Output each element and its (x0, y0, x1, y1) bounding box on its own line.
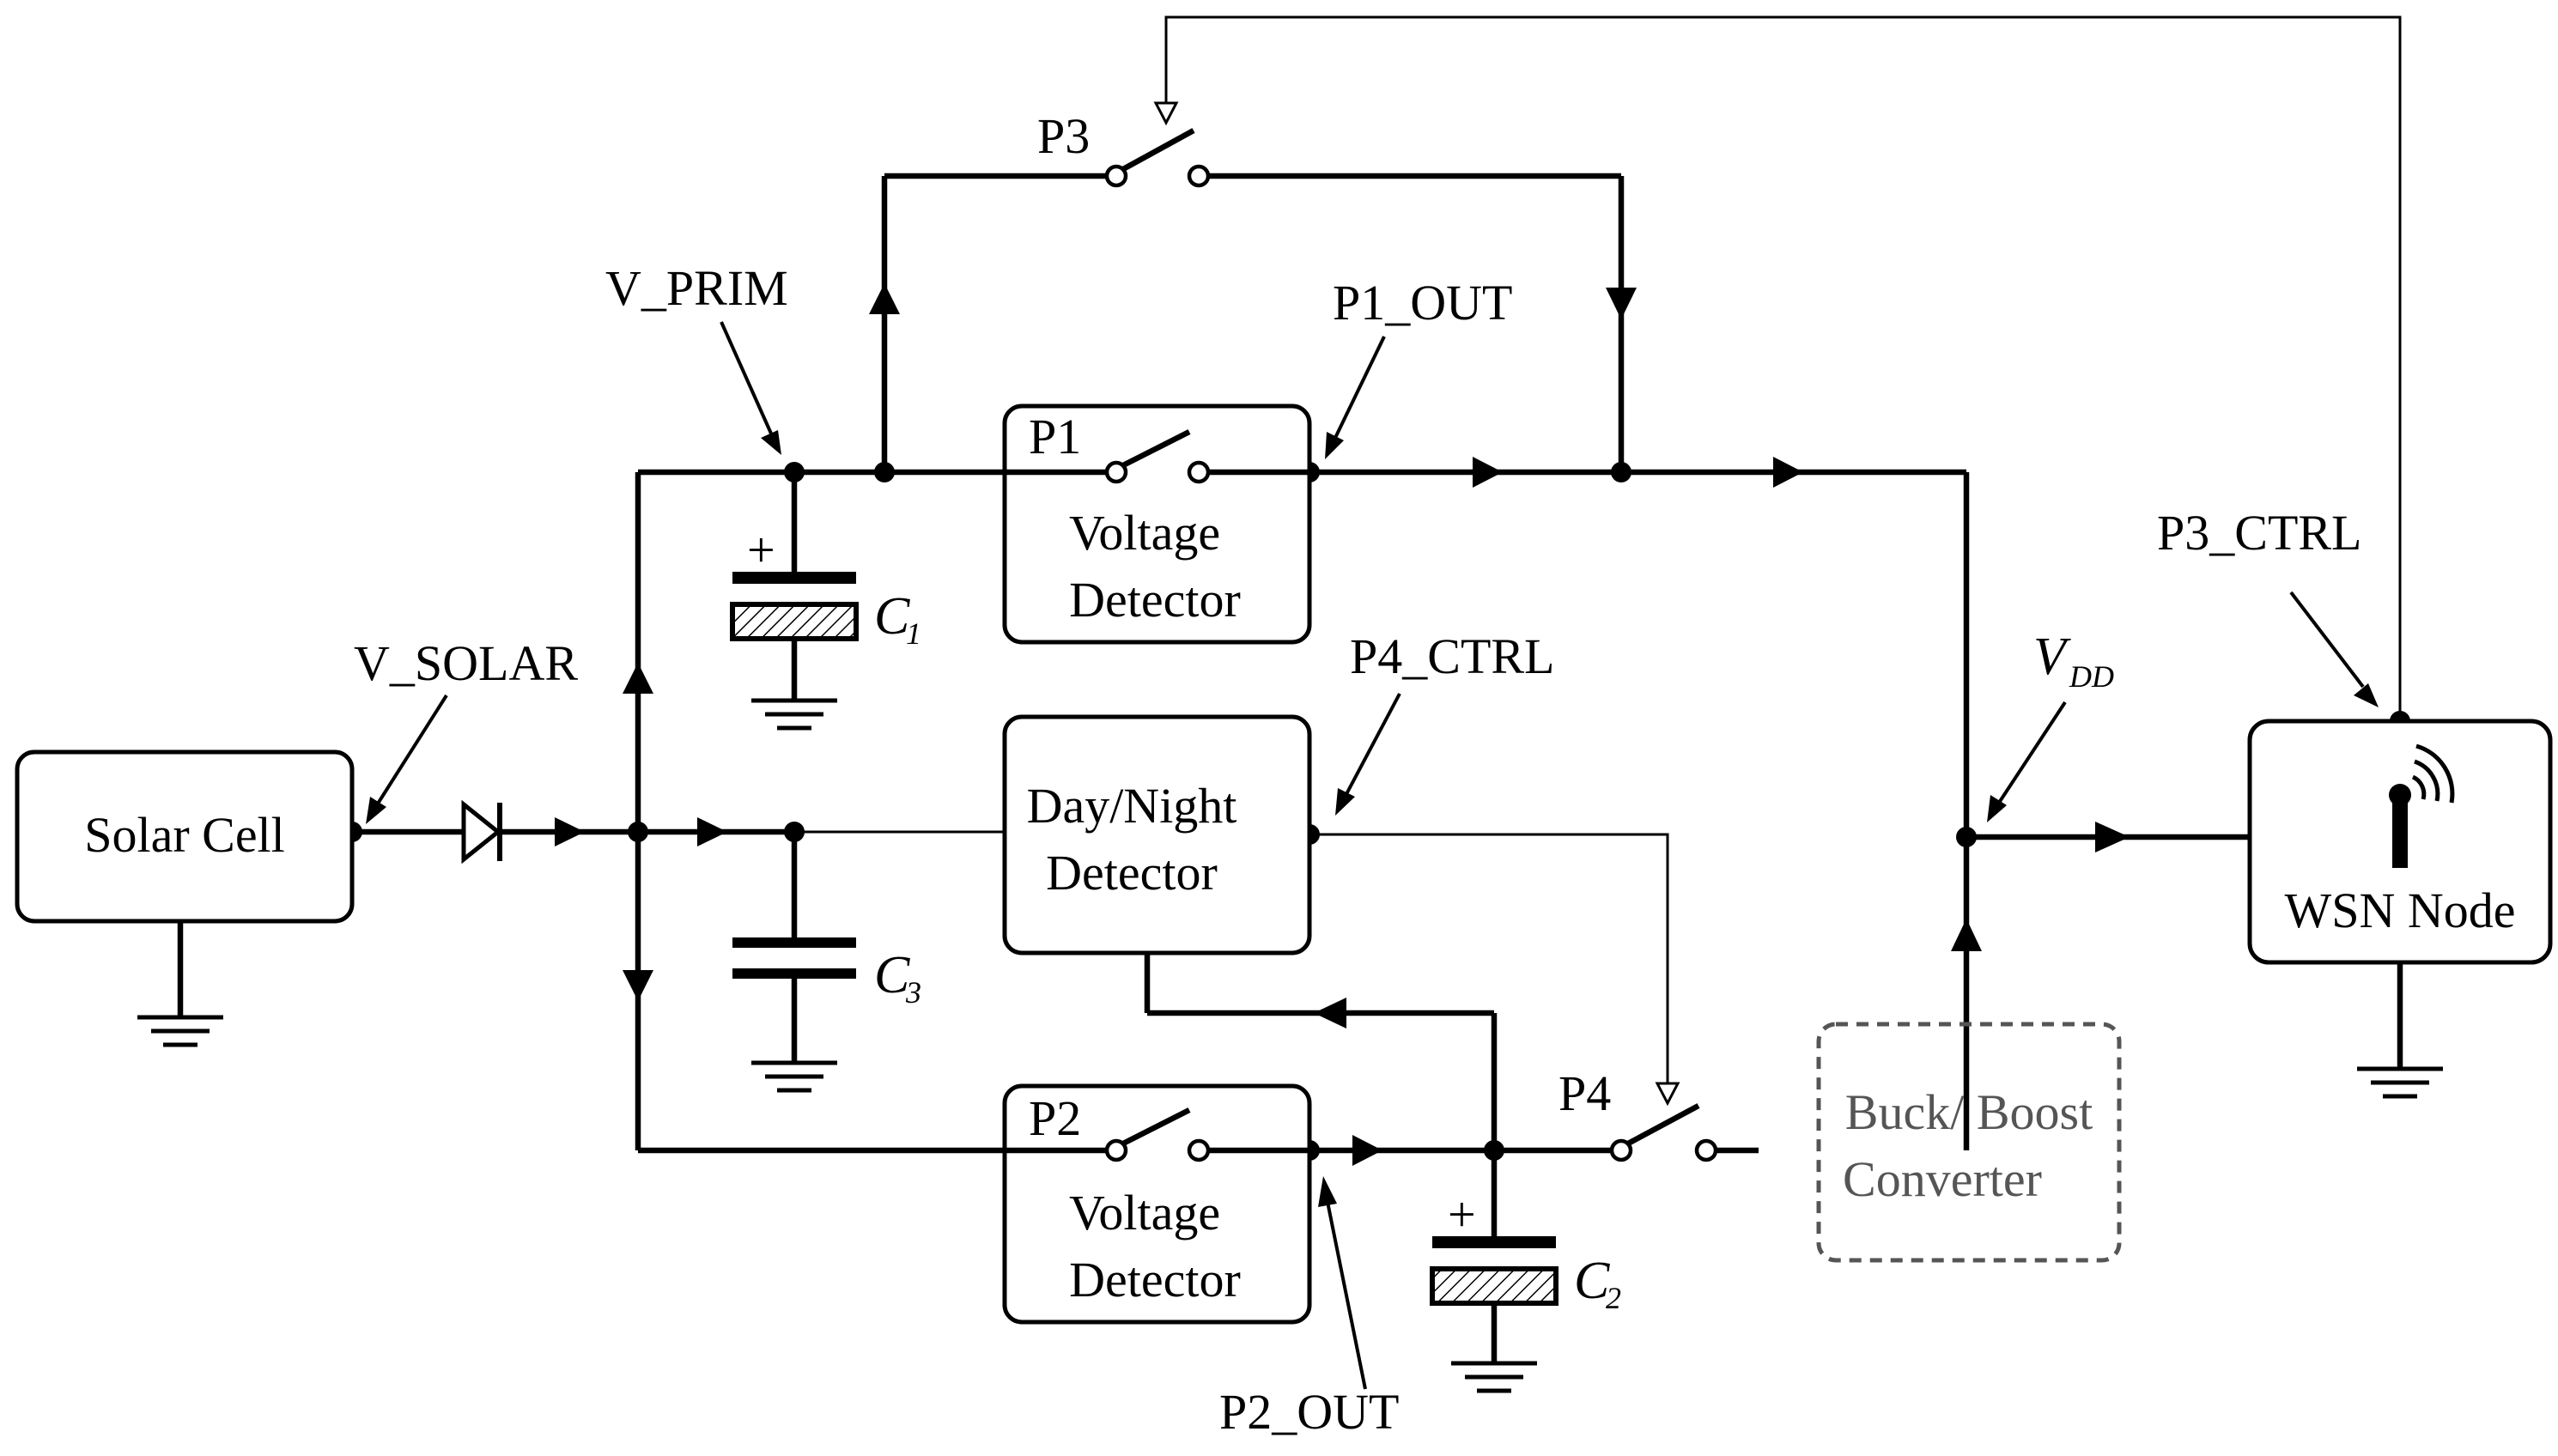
vdd-subscript: DD (2069, 659, 2114, 694)
buck-boost-converter: Buck/ Boost Converter (1816, 1022, 2122, 1263)
p2-out-label: P2_OUT (1219, 1384, 1399, 1440)
p2-voltage-detector: P2 Voltage Detector (1002, 1083, 1312, 1325)
diode (461, 799, 502, 864)
capacitor-c1: + C 1 (730, 522, 921, 728)
c1-subscript: 1 (906, 616, 921, 651)
p1-tag: P1 (1029, 409, 1081, 464)
solar-cell-label: Solar Cell (84, 807, 285, 863)
wsn-node-block: WSN Node (2247, 719, 2553, 1096)
v-prim-label: V_PRIM (605, 260, 788, 316)
c3-label: C (874, 946, 910, 1004)
p3-ctrl-label: P3_CTRL (2157, 505, 2362, 561)
c2-plus: + (1448, 1186, 1476, 1242)
p3-label: P3 (1037, 108, 1090, 164)
converter-line1: Buck/ Boost (1845, 1084, 2093, 1140)
p1-out-label: P1_OUT (1333, 275, 1512, 331)
c2-subscript: 2 (1606, 1281, 1621, 1315)
c3-subscript: 3 (905, 975, 921, 1010)
p1-voltage-detector: P1 Voltage Detector (1002, 403, 1312, 645)
day-night-line1: Day/Night (1027, 778, 1237, 834)
signal-labels: V_SOLAR V_PRIM P1_OUT P4_CTRL V DD P3_CT… (354, 260, 2379, 1440)
v-solar-label: V_SOLAR (354, 635, 578, 691)
capacitor-c3: C 3 (732, 937, 921, 1090)
antenna-icon (2389, 743, 2455, 868)
current-direction-arrows (555, 283, 2130, 1166)
switch-p3: P3 (1037, 108, 1211, 188)
p2-detector-line1: Voltage (1069, 1185, 1220, 1241)
capacitor-c2: + C 2 (1430, 1186, 1621, 1391)
switch-p4: P4 (1558, 1065, 1718, 1162)
wsn-node-label: WSN Node (2284, 883, 2515, 938)
p1-detector-line2: Detector (1069, 572, 1241, 628)
day-night-detector: Day/Night Detector (1002, 714, 1312, 956)
junction-dots (342, 462, 2410, 1161)
converter-line2: Converter (1843, 1151, 2042, 1207)
c2-label: C (1574, 1252, 1610, 1310)
p2-tag: P2 (1029, 1090, 1081, 1146)
solar-cell-block: Solar Cell (15, 749, 355, 1045)
p4-ctrl-label: P4_CTRL (1350, 628, 1555, 684)
day-night-line2: Detector (1046, 845, 1218, 901)
c1-plus: + (747, 522, 775, 578)
c1-label: C (874, 587, 910, 646)
p4-label: P4 (1558, 1065, 1611, 1121)
p1-detector-line1: Voltage (1069, 505, 1220, 561)
vdd-label: V (2033, 628, 2071, 686)
p2-detector-line2: Detector (1069, 1252, 1241, 1307)
